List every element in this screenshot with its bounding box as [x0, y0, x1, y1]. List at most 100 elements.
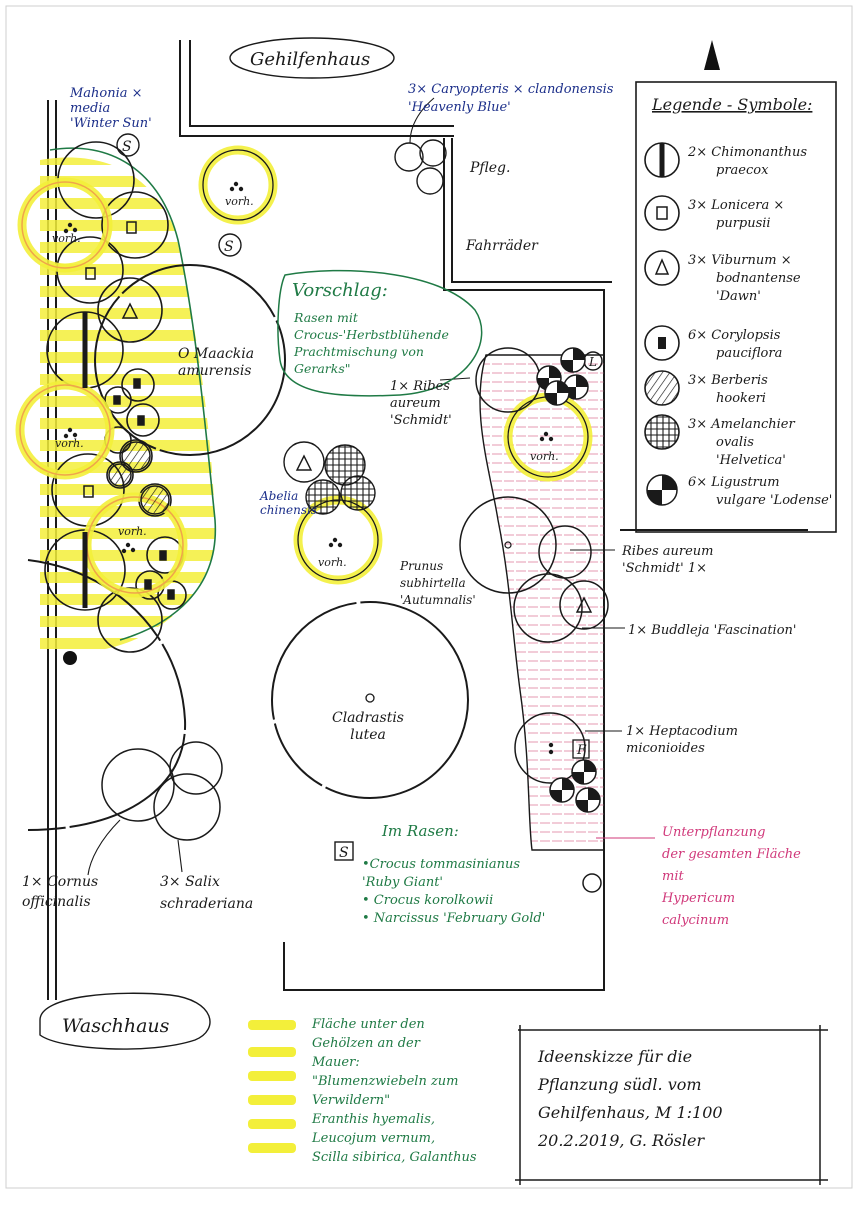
label-vorh-1: vorh.: [52, 232, 81, 245]
note-block-text-line-5: Verwildern": [312, 1093, 390, 1108]
ligustrum-symbol-3: [563, 374, 589, 400]
legend-item-1-line-2: praecox: [716, 163, 769, 178]
legend-title: Legende - Symbole:: [651, 95, 812, 114]
label-cladrastis-line-2: lutea: [350, 727, 386, 743]
center-dots: [63, 181, 554, 755]
note-block-text-line-1: Fläche unter den: [311, 1017, 425, 1032]
ligustrum-symbols: [536, 347, 601, 813]
label-caryopteris-line-2: 'Heavenly Blue': [408, 100, 511, 115]
label-maackia-line-2: amurensis: [178, 363, 251, 379]
label-mahonia-line-2: media: [70, 101, 110, 116]
label-vorschlag-line-3: Prachtmischung von: [293, 344, 424, 359]
label-salix-line-2: schraderiana: [160, 896, 253, 912]
legend-item-3-line-1: 3× Viburnum ×: [688, 253, 792, 268]
title-block-text-line-4: 20.2.2019, G. Rösler: [537, 1131, 705, 1150]
legend-symbol-triangle: [644, 250, 680, 286]
page-border: [5, 5, 853, 1189]
yellow-band: [40, 157, 216, 650]
label-im-rasen-items-line-3: • Crocus korolkowii: [362, 893, 493, 908]
marker-l: L: [588, 355, 597, 369]
label-ribes-right-line-1: Ribes aureum: [621, 544, 714, 559]
middle-cluster: [283, 441, 376, 515]
legend-symbol-filled-square: [644, 325, 680, 361]
label-mahonia-line-1: Mahonia ×: [69, 86, 143, 101]
label-gehilfenhaus: Gehilfenhaus: [250, 49, 370, 70]
legend-item-6-line-2: ovalis: [716, 435, 754, 450]
ligustrum-symbol-7: [575, 787, 601, 813]
label-cladrastis-line-1: Cladrastis: [332, 710, 404, 726]
label-im-rasen-items-line-4: • Narcissus 'February Gold': [362, 911, 545, 926]
caryopteris-cluster: [394, 139, 447, 195]
leader-lines: [87, 97, 625, 876]
label-im-rasen-items-line-2: 'Ruby Giant': [362, 875, 443, 890]
label-ribes-right-line-2: 'Schmidt' 1×: [622, 561, 707, 576]
large-trees: [27, 264, 469, 831]
note-block-text-line-6: Eranthis hyemalis,: [311, 1112, 435, 1127]
note-highlights: [248, 1020, 296, 1153]
label-unterpflanzung-line-1: Unterpflanzung: [662, 825, 766, 840]
legend-item-3-line-3: 'Dawn': [716, 289, 761, 304]
small-dot: [63, 651, 77, 665]
legend-item-2-line-2: purpusii: [716, 216, 771, 231]
text-layer: Mahonia ×media'Winter Sun' 3× Caryopteris…: [22, 82, 801, 1165]
title-block-text-line-2: Pflanzung südl. vom: [537, 1075, 702, 1094]
label-ribes-top-line-3: 'Schmidt': [390, 413, 452, 428]
label-vorschlag-title: Vorschlag:: [292, 280, 388, 301]
label-cornus-line-1: 1× Cornus: [22, 874, 98, 890]
label-unterpflanzung-line-4: Hypericum: [661, 891, 735, 906]
legend-item-7-line-1: 6× Ligustrum: [688, 475, 780, 490]
label-vorh-6: vorh.: [530, 450, 559, 463]
label-maackia-line-1: O Maackia: [178, 346, 254, 362]
marker-f: F: [576, 743, 587, 758]
legend-symbols: [644, 142, 680, 506]
label-unterpflanzung-line-5: calycinum: [662, 913, 729, 928]
legend-box: [635, 81, 837, 533]
label-abelia-line-2: chinensis: [260, 503, 317, 517]
waschhaus-oval: [39, 992, 211, 1050]
hatched-strip: [479, 354, 605, 851]
label-pflege: Pfleg.: [469, 160, 510, 176]
label-vorschlag-line-1: Rasen mit: [293, 310, 359, 325]
marker-s-2: S: [224, 239, 234, 255]
label-vorh-2: vorh.: [55, 437, 84, 450]
label-vorschlag-line-4: Gerarks": [294, 361, 351, 376]
label-vorh-3: vorh.: [118, 525, 147, 538]
ligustrum-symbol-2: [560, 347, 586, 373]
title-block-text-line-1: Ideenskizze für die: [537, 1047, 692, 1066]
note-block-text-line-2: Gehölzen an der: [312, 1036, 421, 1051]
left-bed-outline: [49, 147, 217, 641]
label-mahonia-line-3: 'Winter Sun': [70, 116, 152, 131]
legend-symbol-vertical-bar: [644, 142, 680, 178]
legend-symbol-crosshatched: [644, 414, 680, 450]
label-salix-line-1: 3× Salix: [160, 874, 220, 890]
label-prunus-line-1: Prunus: [399, 559, 443, 573]
f-marker-box: [572, 739, 590, 759]
legend-symbol-hatched: [644, 370, 680, 406]
legend-item-5-line-1: 3× Berberis: [688, 373, 768, 388]
legend-item-3-line-2: bodnantense: [716, 271, 801, 286]
note-block-text-line-3: Mauer:: [311, 1055, 360, 1070]
label-heptacodium-line-2: miconioides: [626, 741, 705, 756]
legend-quartered: [646, 474, 678, 506]
ribes-center: [504, 541, 512, 549]
title-block-frame: [515, 1025, 828, 1185]
vorschlag-bubble: [277, 269, 483, 397]
legend-item-4-line-1: 6× Corylopsis: [688, 328, 781, 343]
legend-item-7-line-2: vulgare 'Lodense': [716, 493, 832, 508]
legend-item-6-line-3: 'Helvetica': [716, 453, 786, 468]
ligustrum-symbol-6: [549, 777, 575, 803]
label-caryopteris-line-1: 3× Caryopteris × clandonensis: [408, 82, 614, 97]
ligustrum-symbol-5: [571, 759, 597, 785]
label-ribes-top-line-2: aureum: [390, 396, 441, 411]
right-shrubs: [459, 347, 609, 893]
label-abelia-line-1: Abelia: [259, 489, 298, 503]
label-prunus-line-2: subhirtella: [400, 576, 466, 590]
legend-item-5-line-2: hookeri: [716, 391, 766, 406]
legend-item-4-line-2: pauciflora: [716, 346, 782, 361]
legend-item-6-line-1: 3× Amelanchier: [688, 417, 795, 432]
legend-symbol-square: [644, 195, 680, 231]
label-ribes-top-line-1: 1× Ribes: [390, 379, 450, 394]
marker-s-3: S: [339, 845, 349, 861]
label-vorh-5: vorh.: [318, 556, 347, 569]
